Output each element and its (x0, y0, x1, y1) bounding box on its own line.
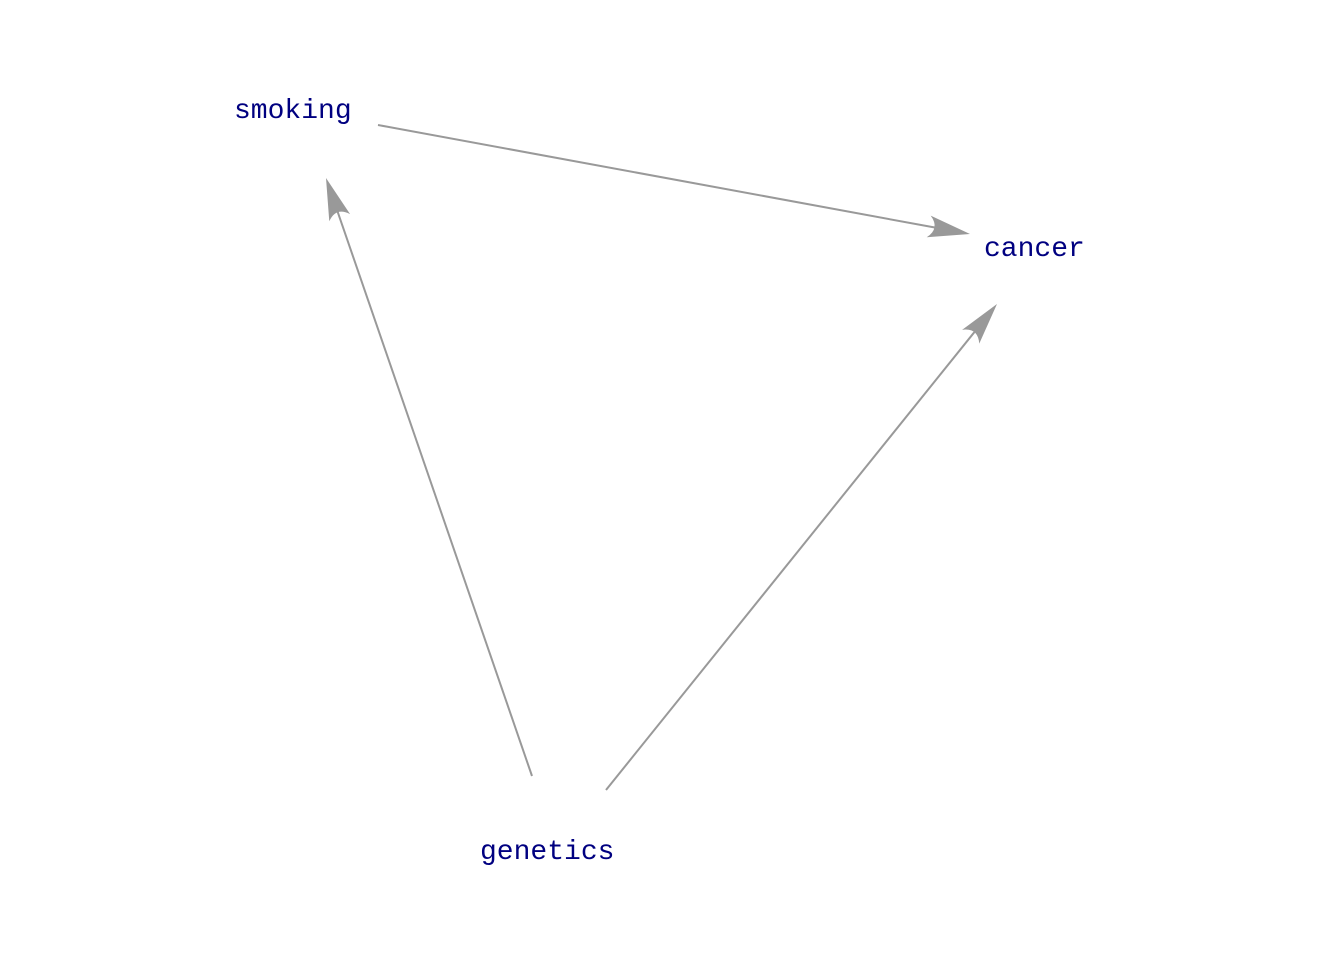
edge-genetics-to-smoking (334, 206, 533, 777)
edge-genetics-to-cancer (605, 326, 979, 791)
arrowhead-genetics-to-cancer (962, 304, 997, 344)
node-genetics: genetics (480, 837, 614, 868)
arrowhead-genetics-to-smoking (326, 178, 351, 222)
edges-layer (326, 124, 997, 791)
arrowhead-smoking-to-cancer (926, 215, 970, 238)
edge-smoking-to-cancer (377, 124, 941, 230)
node-smoking: smoking (234, 96, 352, 127)
node-cancer: cancer (984, 234, 1085, 265)
